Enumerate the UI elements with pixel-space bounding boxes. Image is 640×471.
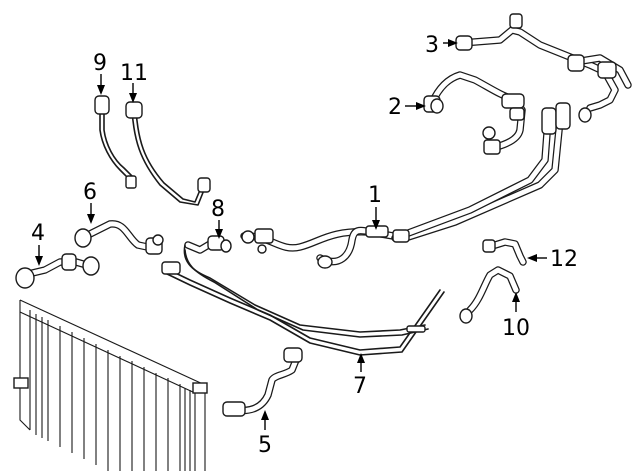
callout-11: 11 [120,61,148,86]
radiator [13,299,208,471]
callout-6: 6 [83,180,97,205]
callout-1: 1 [368,183,382,208]
callout-10: 10 [502,316,530,341]
part-8-hose [184,235,232,254]
part-2-hose [423,71,526,155]
part-1-pipe-assembly [240,102,571,269]
callout-5: 5 [258,433,272,458]
callout-4: 4 [31,221,45,246]
callout-12: 12 [550,247,578,272]
part-12-hose [482,238,527,266]
part-11-hose [125,101,211,206]
callout-leaders [35,39,547,430]
callout-labels: 1 2 3 4 5 6 7 8 9 10 11 12 [31,33,578,458]
part-3-hose [455,13,632,123]
callout-7: 7 [353,374,367,399]
callout-9: 9 [93,51,107,76]
part-4-hose [15,253,100,289]
part-6-hose [74,220,164,255]
callout-3: 3 [425,33,439,58]
part-7-pipe [161,244,445,356]
callout-8: 8 [211,197,225,222]
part-5-hose [222,347,303,417]
callout-2: 2 [388,95,402,120]
part-9-hose [94,95,137,189]
part-10-hose [459,266,520,324]
